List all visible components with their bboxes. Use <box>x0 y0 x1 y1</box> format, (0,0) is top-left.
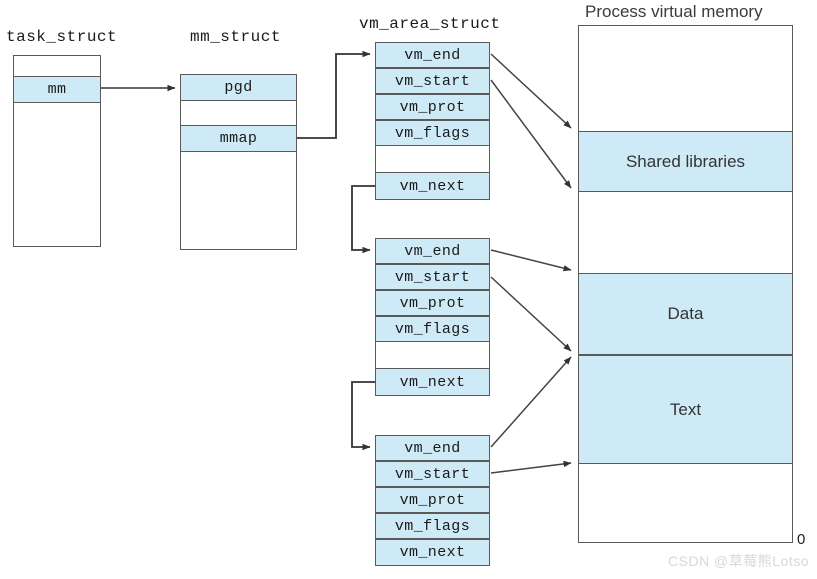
wire-vma1-next-to-vma2 <box>351 185 375 254</box>
mm-struct-row-pgd[interactable]: pgd <box>181 74 296 101</box>
watermark-text: CSDN @草莓熊Lotso <box>668 553 810 569</box>
vma1-row-vm-start[interactable]: vm_start <box>376 68 489 94</box>
vma2-row-vm-end[interactable]: vm_end <box>376 238 489 264</box>
wire-vma3-end-to-text-top <box>490 356 572 448</box>
vma3-row-vm-next[interactable]: vm_next <box>376 539 489 566</box>
vma3-row-vm-end[interactable]: vm_end <box>376 435 489 461</box>
vma1-row-vm-next[interactable]: vm_next <box>376 172 489 200</box>
caption-vm-area-struct: vm_area_struct <box>359 15 501 33</box>
vma3-row-vm-start[interactable]: vm_start <box>376 461 489 487</box>
mem-segment-data[interactable]: Data <box>579 273 792 355</box>
caption-process-virtual-memory: Process virtual memory <box>585 2 763 21</box>
mem-segment-bottom-blank <box>579 464 792 542</box>
mm-struct-box: pgd mmap <box>180 74 297 250</box>
vma1-row-vm-end[interactable]: vm_end <box>376 42 489 68</box>
vm-area-struct-box-2: vm_end vm_start vm_prot vm_flags vm_next <box>375 238 490 396</box>
vma3-row-vm-prot[interactable]: vm_prot <box>376 487 489 513</box>
vma1-row-vm-flags[interactable]: vm_flags <box>376 120 489 146</box>
task-struct-row-2 <box>14 103 100 245</box>
vma2-row-vm-flags[interactable]: vm_flags <box>376 316 489 342</box>
bottom-address-label: 0 <box>797 531 806 548</box>
mm-struct-row-1 <box>181 101 296 125</box>
vma3-row-vm-flags[interactable]: vm_flags <box>376 513 489 539</box>
task-struct-row-0 <box>14 56 100 76</box>
vma2-row-blank <box>376 342 489 368</box>
vma2-row-vm-prot[interactable]: vm_prot <box>376 290 489 316</box>
caption-task-struct: task_struct <box>6 28 118 46</box>
caption-mm-struct: mm_struct <box>190 28 281 46</box>
vma2-row-vm-start[interactable]: vm_start <box>376 264 489 290</box>
vm-area-struct-box-3: vm_end vm_start vm_prot vm_flags vm_next <box>375 435 490 566</box>
vm-area-struct-box-1: vm_end vm_start vm_prot vm_flags vm_next <box>375 42 490 200</box>
wire-vma2-end-to-data-top <box>490 249 572 272</box>
wire-vma1-end-to-shlib-top <box>490 53 572 129</box>
wire-mmap-to-vma1 <box>297 50 371 139</box>
mem-segment-top-blank <box>579 26 792 131</box>
vma1-row-blank <box>376 146 489 172</box>
wire-vma1-start-to-shlib-bottom <box>490 79 572 189</box>
vma2-row-vm-next[interactable]: vm_next <box>376 368 489 396</box>
mem-segment-text[interactable]: Text <box>579 355 792 464</box>
vma1-row-vm-prot[interactable]: vm_prot <box>376 94 489 120</box>
wire-vma3-start-to-text-bottom <box>490 460 572 474</box>
mem-segment-gap-blank <box>579 192 792 273</box>
process-memory-column: Shared libraries Data Text <box>578 25 793 543</box>
wire-vma2-start-to-data-bottom <box>490 276 572 352</box>
mem-segment-shared-libraries[interactable]: Shared libraries <box>579 131 792 192</box>
task-struct-row-mm[interactable]: mm <box>14 76 100 103</box>
mm-struct-row-mmap[interactable]: mmap <box>181 125 296 152</box>
task-struct-box: mm <box>13 55 101 247</box>
mm-struct-row-3 <box>181 152 296 248</box>
wire-vma2-next-to-vma3 <box>351 381 375 451</box>
